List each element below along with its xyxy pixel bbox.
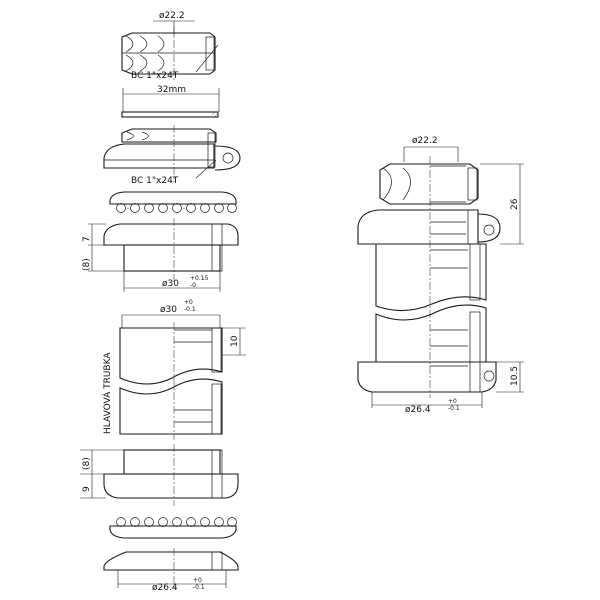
locknut-part: ø22.2 BC 1"x24T (121, 11, 219, 82)
assembled-height-label: 26 (510, 198, 520, 210)
washer-width-label: 32mm (157, 85, 186, 95)
washer-part: 32mm (121, 85, 220, 118)
crown-race-dia-label: ø26.4 (152, 583, 178, 593)
bottom-cup-part: (8) 9 (80, 444, 239, 506)
assembled-dia-bottom-label: ø26.4 (405, 405, 431, 415)
top-cup-thread-label: BC 1"x24T (131, 176, 179, 186)
crown-race-part: ø26.4 +0 -0.1 (103, 548, 239, 593)
upper-race-tol-bot: -0 (190, 282, 196, 289)
crown-race-tol-top: +0 (193, 577, 202, 584)
locknut-dia-label: ø22.2 (159, 11, 185, 21)
assembled-tol-bot: -0.1 (448, 405, 460, 412)
upper-race-dim-b: (8) (82, 258, 92, 271)
head-tube-dia-label: ø30 (160, 305, 177, 315)
locknut-thread-label: BC 1"x24T (131, 71, 179, 81)
assembled-bottom-height-label: 10.5 (510, 366, 520, 386)
top-bearing-part (109, 191, 237, 213)
head-tube-name-label: HLAVOVÁ TRUBKA (101, 352, 113, 434)
upper-race-part: 7 (8) ø30 +0.15 -0 (82, 218, 239, 292)
upper-race-dia-label: ø30 (162, 279, 179, 289)
head-tube-part: ø30 +0 -0.1 10 HLAVOVÁ TRUBKA (101, 299, 246, 440)
head-tube-dim-label: 10 (230, 335, 240, 347)
assembled-dia-top-label: ø22.2 (412, 136, 438, 146)
assembled-tol-top: +0 (448, 398, 457, 405)
top-cup-part: BC 1"x24T (103, 125, 241, 186)
bottom-cup-dim-b: 9 (82, 486, 92, 492)
head-tube-tol-top: +0 (184, 299, 193, 306)
head-tube-tol-bot: -0.1 (184, 306, 196, 313)
bottom-bearing-part (109, 517, 237, 539)
bottom-cup-dim-a: (8) (82, 457, 92, 470)
upper-race-dim-a: 7 (82, 236, 92, 242)
assembled-headset: ø22.2 26 (357, 136, 524, 415)
upper-race-tol-top: +0.15 (190, 275, 209, 282)
crown-race-tol-bot: -0.1 (193, 584, 205, 591)
